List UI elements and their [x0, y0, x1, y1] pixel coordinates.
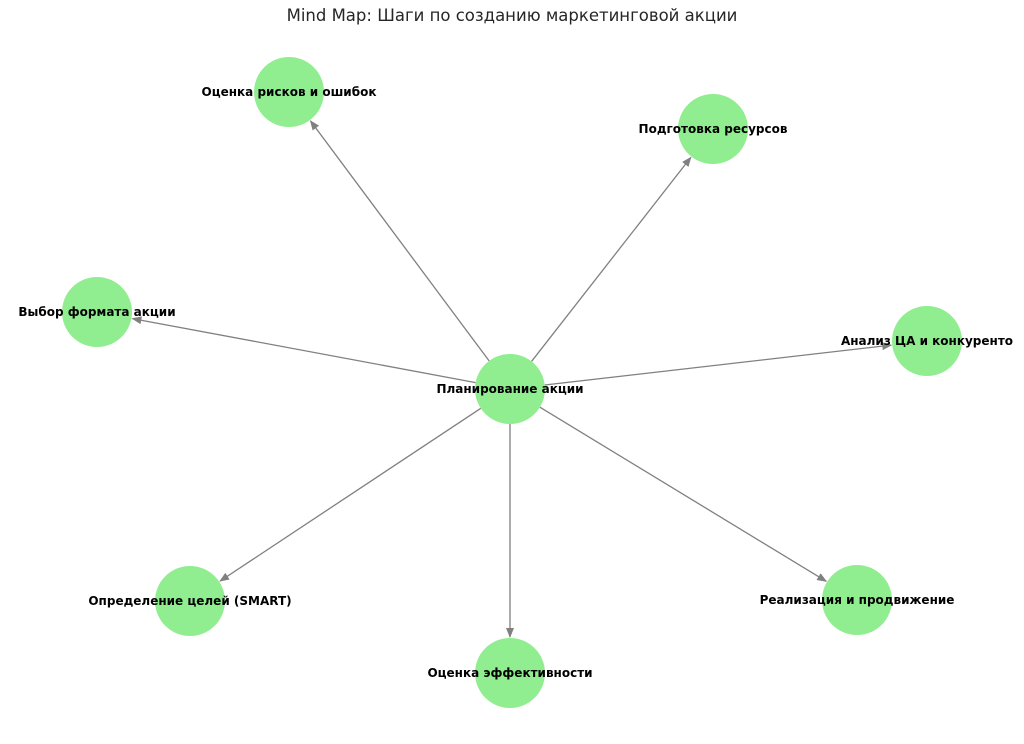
node-resources	[678, 94, 748, 164]
labels-layer: Планирование акции Оценка рисков и ошибок…	[18, 85, 1013, 680]
node-promotion	[822, 565, 892, 635]
diagram-title: Mind Map: Шаги по созданию маркетинговой…	[286, 6, 738, 25]
edge-center-to-promotion	[539, 406, 828, 582]
nodes-layer	[62, 57, 962, 708]
edge-center-to-analysis	[544, 342, 893, 386]
node-label-goals: Определение целей (SMART)	[88, 594, 291, 608]
edge-center-to-risks	[309, 120, 490, 362]
center-node	[475, 354, 545, 424]
node-goals	[155, 566, 225, 636]
edge-center-to-resources	[531, 156, 692, 362]
edge-center-to-goals	[219, 407, 482, 582]
node-format	[62, 277, 132, 347]
node-label-format: Выбор формата акции	[18, 305, 175, 319]
node-label-risks: Оценка рисков и ошибок	[202, 85, 377, 99]
node-analysis	[892, 306, 962, 376]
edges-layer	[131, 120, 893, 638]
node-efficiency	[475, 638, 545, 708]
center-node-label: Планирование акции	[436, 382, 583, 396]
node-label-efficiency: Оценка эффективности	[427, 666, 592, 680]
node-label-promotion: Реализация и продвижение	[760, 593, 955, 607]
node-label-analysis: Анализ ЦА и конкуренто	[841, 334, 1013, 348]
node-risks	[254, 57, 324, 127]
node-label-resources: Подготовка ресурсов	[639, 122, 788, 136]
edge-center-to-format	[131, 316, 476, 384]
